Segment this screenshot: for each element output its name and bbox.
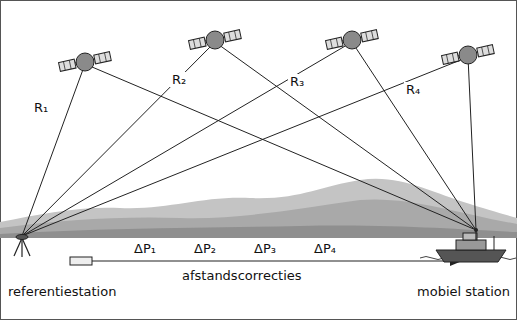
correction-label: ΔP₁ [132, 241, 158, 256]
range-label: R₂ [170, 72, 188, 87]
range-label: R₃ [288, 74, 306, 89]
station-label: mobiel station [415, 284, 512, 299]
station-label: referentiestation [6, 284, 118, 299]
range-label: R₁ [32, 100, 50, 115]
correction-label: ΔP₄ [312, 241, 338, 256]
correction-label: ΔP₃ [252, 241, 278, 256]
correction-label: ΔP₂ [192, 241, 218, 256]
range-label: R₄ [404, 82, 422, 97]
arrow-label: afstandscorrecties [180, 268, 304, 283]
